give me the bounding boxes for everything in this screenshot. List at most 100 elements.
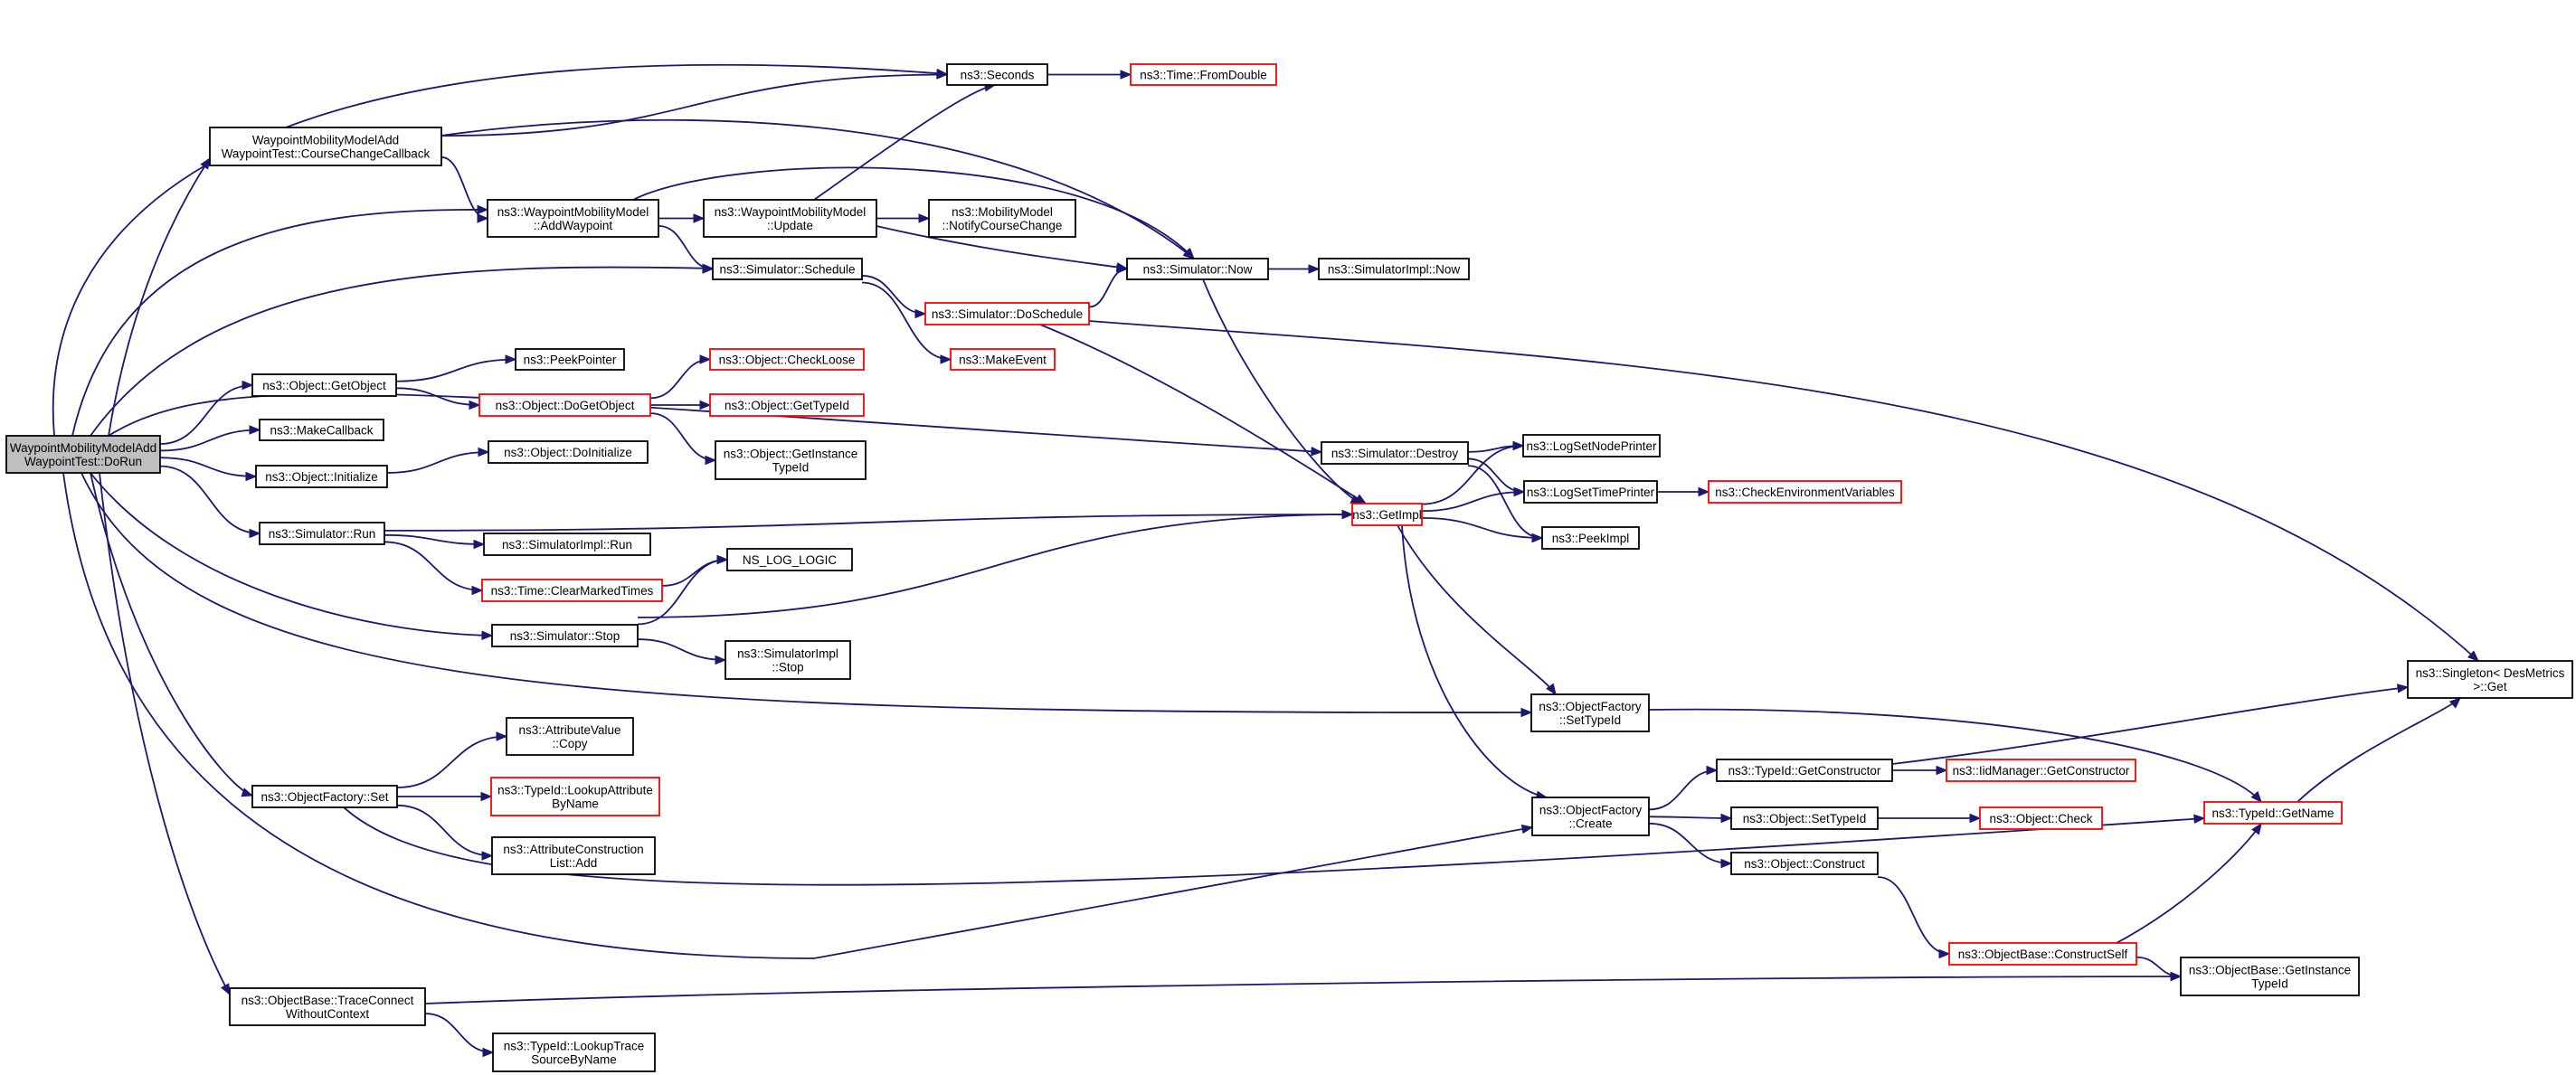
node-ofset[interactable]: ns3::ObjectFactory::Set: [251, 785, 398, 808]
node-now[interactable]: ns3::Simulator::Now: [1126, 258, 1269, 280]
node-box[interactable]: [1530, 693, 1650, 732]
node-lognode[interactable]: ns3::LogSetNodePrinter: [1522, 434, 1661, 457]
node-notify[interactable]: ns3::MobilityModel::NotifyCourseChange: [928, 199, 1076, 238]
node-objcheck[interactable]: ns3::Object::Check: [1979, 806, 2103, 830]
node-iidctor[interactable]: ns3::IidManager::GetConstructor: [1946, 759, 2136, 782]
node-box[interactable]: [1318, 258, 1470, 280]
node-dosched[interactable]: ns3::Simulator::DoSchedule: [924, 302, 1090, 325]
node-traceconnect[interactable]: ns3::ObjectBase::TraceConnectWithoutCont…: [229, 987, 426, 1026]
node-box[interactable]: [515, 348, 625, 371]
node-root[interactable]: WaypointMobilityModelAddWaypointTest::Do…: [5, 435, 161, 474]
node-box[interactable]: [506, 717, 634, 756]
node-box[interactable]: [950, 348, 1056, 371]
node-run[interactable]: ns3::Simulator::Run: [259, 522, 385, 545]
node-box[interactable]: [251, 373, 397, 397]
node-addwp[interactable]: ns3::WaypointMobilityModel::AddWaypoint: [487, 199, 659, 238]
node-box[interactable]: [483, 533, 651, 556]
node-box[interactable]: [491, 624, 639, 647]
node-box[interactable]: [1523, 480, 1658, 504]
node-box[interactable]: [1522, 434, 1661, 457]
node-makeevent[interactable]: ns3::MakeEvent: [950, 348, 1056, 371]
node-box[interactable]: [492, 1033, 656, 1072]
node-implrun[interactable]: ns3::SimulatorImpl::Run: [483, 533, 651, 556]
node-box[interactable]: [2203, 801, 2343, 825]
node-box[interactable]: [487, 199, 659, 238]
node-box[interactable]: [715, 440, 867, 480]
node-box[interactable]: [209, 127, 442, 166]
node-peekimpl[interactable]: ns3::PeekImpl: [1541, 526, 1640, 550]
node-box[interactable]: [1708, 480, 1902, 504]
node-ofsettid[interactable]: ns3::ObjectFactory::SetTypeId: [1530, 693, 1650, 732]
node-box[interactable]: [255, 465, 388, 488]
node-destroy[interactable]: ns3::Simulator::Destroy: [1321, 441, 1469, 465]
node-box[interactable]: [1979, 806, 2103, 830]
node-box[interactable]: [1730, 806, 1879, 830]
node-objsettid[interactable]: ns3::Object::SetTypeId: [1730, 806, 1879, 830]
node-clearmarked[interactable]: ns3::Time::ClearMarkedTimes: [481, 579, 663, 602]
node-box[interactable]: [490, 777, 660, 816]
node-nslog[interactable]: NS_LOG_LOGIC: [726, 548, 853, 571]
node-box[interactable]: [1716, 759, 1893, 782]
node-box[interactable]: [1126, 258, 1269, 280]
node-box[interactable]: [726, 548, 853, 571]
node-box[interactable]: [1948, 942, 2137, 966]
node-box[interactable]: [1130, 63, 1277, 86]
node-fromdouble[interactable]: ns3::Time::FromDouble: [1130, 63, 1277, 86]
node-box[interactable]: [724, 640, 851, 680]
node-constructself[interactable]: ns3::ObjectBase::ConstructSelf: [1948, 942, 2137, 966]
node-ofcreate[interactable]: ns3::ObjectFactory::Create: [1531, 797, 1650, 836]
node-objconstruct[interactable]: ns3::Object::Construct: [1730, 852, 1879, 875]
node-box[interactable]: [1351, 503, 1423, 526]
node-update[interactable]: ns3::WaypointMobilityModel::Update: [703, 199, 877, 238]
node-box[interactable]: [259, 419, 384, 441]
node-peekptr[interactable]: ns3::PeekPointer: [515, 348, 625, 371]
node-doinit[interactable]: ns3::Object::DoInitialize: [488, 440, 649, 464]
node-box[interactable]: [478, 393, 651, 417]
node-implstop[interactable]: ns3::SimulatorImpl::Stop: [724, 640, 851, 680]
node-checkloose[interactable]: ns3::Object::CheckLoose: [709, 348, 865, 371]
node-box[interactable]: [1946, 759, 2136, 782]
node-getimpl[interactable]: ns3::GetImpl: [1351, 503, 1423, 526]
node-box[interactable]: [1541, 526, 1640, 550]
node-seconds[interactable]: ns3::Seconds: [946, 63, 1048, 86]
node-box[interactable]: [703, 199, 877, 238]
node-box[interactable]: [2180, 957, 2360, 996]
node-box[interactable]: [1730, 852, 1879, 875]
node-getctor[interactable]: ns3::TypeId::GetConstructor: [1716, 759, 1893, 782]
node-box[interactable]: [946, 63, 1048, 86]
node-init[interactable]: ns3::Object::Initialize: [255, 465, 388, 488]
node-stop[interactable]: ns3::Simulator::Stop: [491, 624, 639, 647]
node-logtime[interactable]: ns3::LogSetTimePrinter: [1523, 480, 1658, 504]
node-box[interactable]: [1321, 441, 1469, 465]
node-box[interactable]: [5, 435, 161, 474]
node-getobj[interactable]: ns3::Object::GetObject: [251, 373, 397, 397]
node-makecb[interactable]: ns3::MakeCallback: [259, 419, 384, 441]
node-box[interactable]: [229, 987, 426, 1026]
node-box[interactable]: [251, 785, 398, 808]
node-box[interactable]: [488, 440, 649, 464]
node-box[interactable]: [1531, 797, 1650, 836]
node-box[interactable]: [709, 348, 865, 371]
node-attrcopy[interactable]: ns3::AttributeValue::Copy: [506, 717, 634, 756]
node-gettypeid[interactable]: ns3::Object::GetTypeId: [709, 393, 865, 417]
node-tidgetname[interactable]: ns3::TypeId::GetName: [2203, 801, 2343, 825]
node-box[interactable]: [712, 258, 863, 280]
node-schedule[interactable]: ns3::Simulator::Schedule: [712, 258, 863, 280]
node-box[interactable]: [481, 579, 663, 602]
node-checkenv[interactable]: ns3::CheckEnvironmentVariables: [1708, 480, 1902, 504]
node-singleton[interactable]: ns3::Singleton< DesMetrics>::Get: [2407, 660, 2573, 699]
node-implnow[interactable]: ns3::SimulatorImpl::Now: [1318, 258, 1470, 280]
node-box[interactable]: [928, 199, 1076, 238]
node-box[interactable]: [259, 522, 385, 545]
node-box[interactable]: [491, 836, 656, 875]
node-box[interactable]: [709, 393, 865, 417]
node-dogetobj[interactable]: ns3::Object::DoGetObject: [478, 393, 651, 417]
node-box[interactable]: [2407, 660, 2573, 699]
node-box[interactable]: [924, 302, 1090, 325]
node-cc[interactable]: WaypointMobilityModelAddWaypointTest::Co…: [209, 127, 442, 166]
